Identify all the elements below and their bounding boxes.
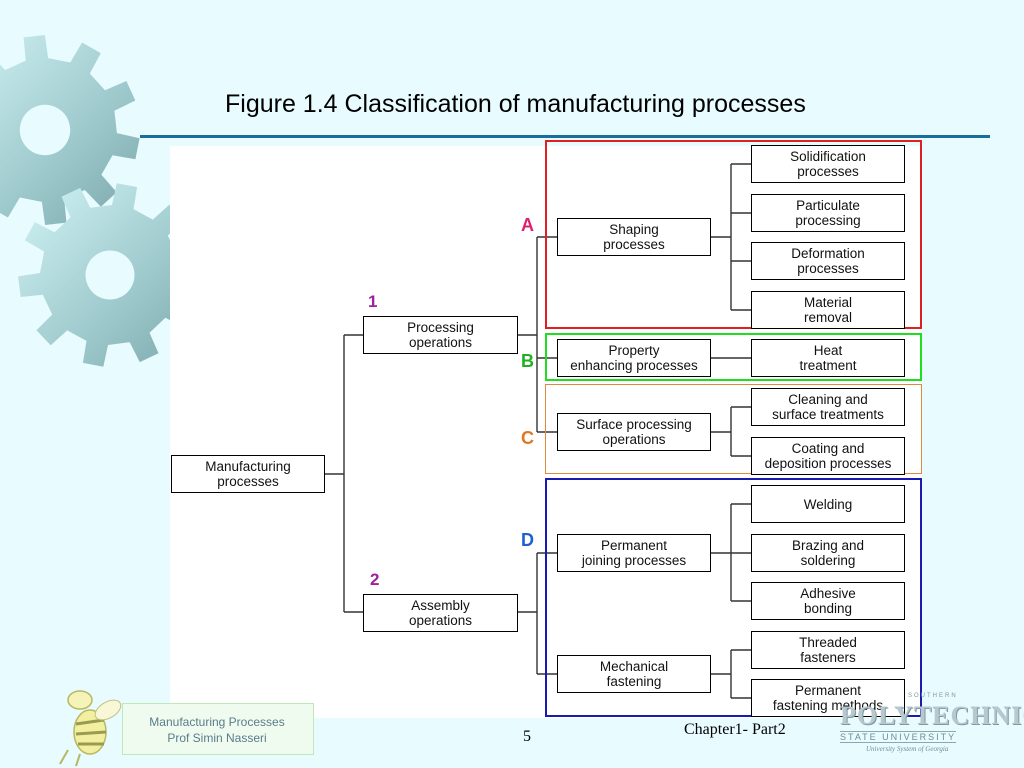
box-brazing: Brazing and soldering [751,534,905,572]
box-deformation: Deformation processes [751,242,905,280]
box-mechanical-fastening: Mechanical fastening [557,655,711,693]
group-a-frame [545,140,922,329]
bee-mascot-icon [59,690,122,767]
group-label-b: B [521,351,534,371]
gear-hub [19,104,71,156]
box-shaping-processes: Shaping processes [557,218,711,256]
box-permanent-joining: Permanent joining processes [557,534,711,572]
box-coating: Coating and deposition processes [751,437,905,475]
university-logo: SOUTHERN POLYTECHNIC STATE UNIVERSITY Un… [836,693,1024,755]
box-surface-processing: Surface processing operations [557,413,711,451]
footer-instructor: Prof Simin Nasseri [167,731,267,745]
box-heat-treatment: Heat treatment [751,339,905,377]
gear-icon [0,35,180,367]
logo-sub-text: STATE UNIVERSITY [840,731,957,743]
box-welding: Welding [751,485,905,523]
box-permanent-fastening: Permanent fastening methods [751,679,905,717]
box-processing-operations: Processing operations [363,316,518,354]
box-solidification: Solidification processes [751,145,905,183]
footer-course-box [122,703,314,755]
logo-tagline: University System of Georgia [866,745,949,753]
group-d-frame [545,478,922,717]
group-label-c: C [521,428,534,448]
box-adhesive: Adhesive bonding [751,582,905,620]
page-title: Figure 1.4 Classification of manufacturi… [225,90,806,118]
logo-top-text: SOUTHERN [908,693,958,699]
group-label-d: D [521,530,534,550]
box-cleaning: Cleaning and surface treatments [751,388,905,426]
gear-hub [85,250,135,300]
logo-main-text: POLYTECHNIC [840,701,1024,730]
footer-course: Manufacturing Processes [149,715,285,729]
number-label-2: 2 [370,570,380,589]
box-material-removal: Material removal [751,291,905,329]
footer-course-text: Manufacturing Processes Prof Simin Nasse… [122,714,312,746]
title-divider [140,135,990,138]
chapter-label: Chapter1- Part2 [684,721,786,738]
box-particulate: Particulate processing [751,194,905,232]
group-label-a: A [521,215,534,235]
box-manufacturing-processes: Manufacturing processes [171,455,325,493]
box-property-enhancing: Property enhancing processes [557,339,711,377]
box-assembly-operations: Assembly operations [363,594,518,632]
group-c-frame [545,384,922,474]
page-number: 5 [523,728,531,745]
group-b-frame [545,333,922,381]
box-threaded: Threaded fasteners [751,631,905,669]
number-label-1: 1 [368,292,378,311]
